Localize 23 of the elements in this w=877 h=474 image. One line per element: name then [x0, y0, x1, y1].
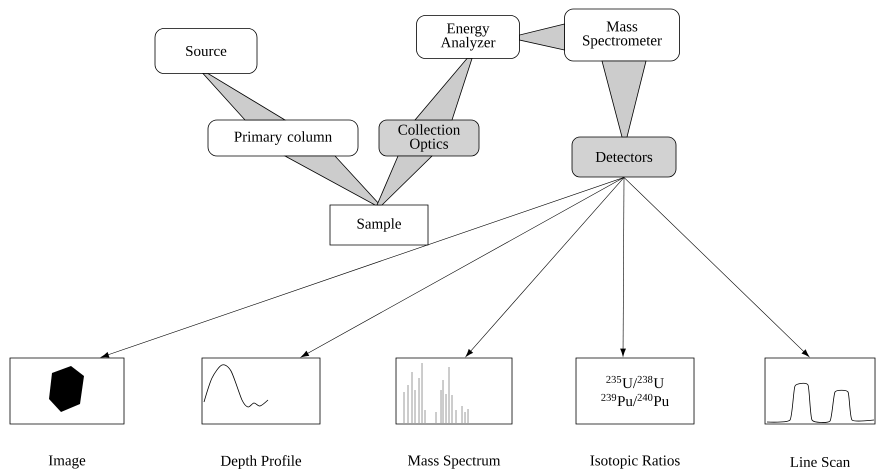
panel-caption: Isotopic Ratios [590, 455, 680, 469]
ratio-box: $^{235}$U/$^{238}$U $^{239}$Pu/$^{240}$Pu [576, 358, 694, 424]
arrow [300, 177, 624, 358]
component-box: Collection Optics [378, 120, 480, 156]
plot-panel [764, 358, 876, 424]
panel-caption: Mass Spectrum [408, 455, 500, 469]
plot-panel [396, 358, 512, 424]
plot-panel [202, 358, 320, 424]
detector-box: Detectors [572, 136, 676, 178]
component-box: Primary column [208, 120, 358, 156]
arrow [101, 177, 624, 358]
panel-caption: Depth Profile [220, 455, 302, 469]
component-box: Mass Spectrometer [564, 8, 680, 62]
arrow [466, 177, 624, 357]
component-box: Source [154, 28, 258, 74]
panel-caption: Line Scan [790, 456, 850, 468]
arrow [624, 177, 810, 357]
beam-wedge [519, 24, 565, 50]
arrow [620, 177, 626, 357]
beam-wedge [602, 60, 647, 138]
sample-box: Sample [330, 204, 428, 246]
panel-caption: Image [48, 455, 86, 469]
component-box: Energy Analyzer [416, 15, 520, 59]
